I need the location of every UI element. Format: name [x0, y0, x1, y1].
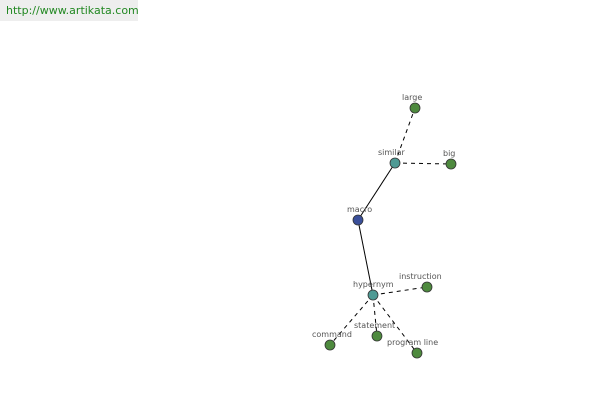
node-label-similar: similar [378, 148, 406, 157]
node-label-command: command [312, 330, 352, 339]
node-large[interactable] [409, 102, 421, 114]
node-big[interactable] [445, 158, 457, 170]
node-similar[interactable] [389, 157, 401, 169]
node-command[interactable] [324, 339, 336, 351]
node-hypernym[interactable] [367, 289, 379, 301]
node-label-instruction: instruction [399, 272, 442, 281]
edge-hypernym-instruction [372, 286, 428, 296]
node-label-large: large [402, 93, 422, 102]
node-label-program-line: program line [387, 338, 438, 347]
edge-hypernym-command [329, 294, 374, 346]
edge-hypernym-statement [372, 294, 378, 337]
node-macro[interactable] [352, 214, 364, 226]
node-label-hypernym: hypernym [353, 280, 394, 289]
node-statement[interactable] [371, 330, 383, 342]
edge-similar-big [394, 162, 452, 165]
node-label-big: big [443, 149, 455, 158]
edge-macro-similar [357, 162, 396, 221]
edges-layer [329, 107, 452, 354]
node-program-line[interactable] [411, 347, 423, 359]
labels-layer: macro similar hypernym large big instruction s… [312, 93, 455, 347]
nodes-layer [324, 102, 457, 359]
site-url-link[interactable]: http://www.artikata.com [0, 0, 139, 21]
edge-similar-large [394, 107, 416, 164]
node-label-statement: statement [354, 321, 395, 330]
node-instruction[interactable] [421, 281, 433, 293]
edge-macro-hypernym [357, 219, 374, 296]
node-label-macro: macro [347, 205, 372, 214]
